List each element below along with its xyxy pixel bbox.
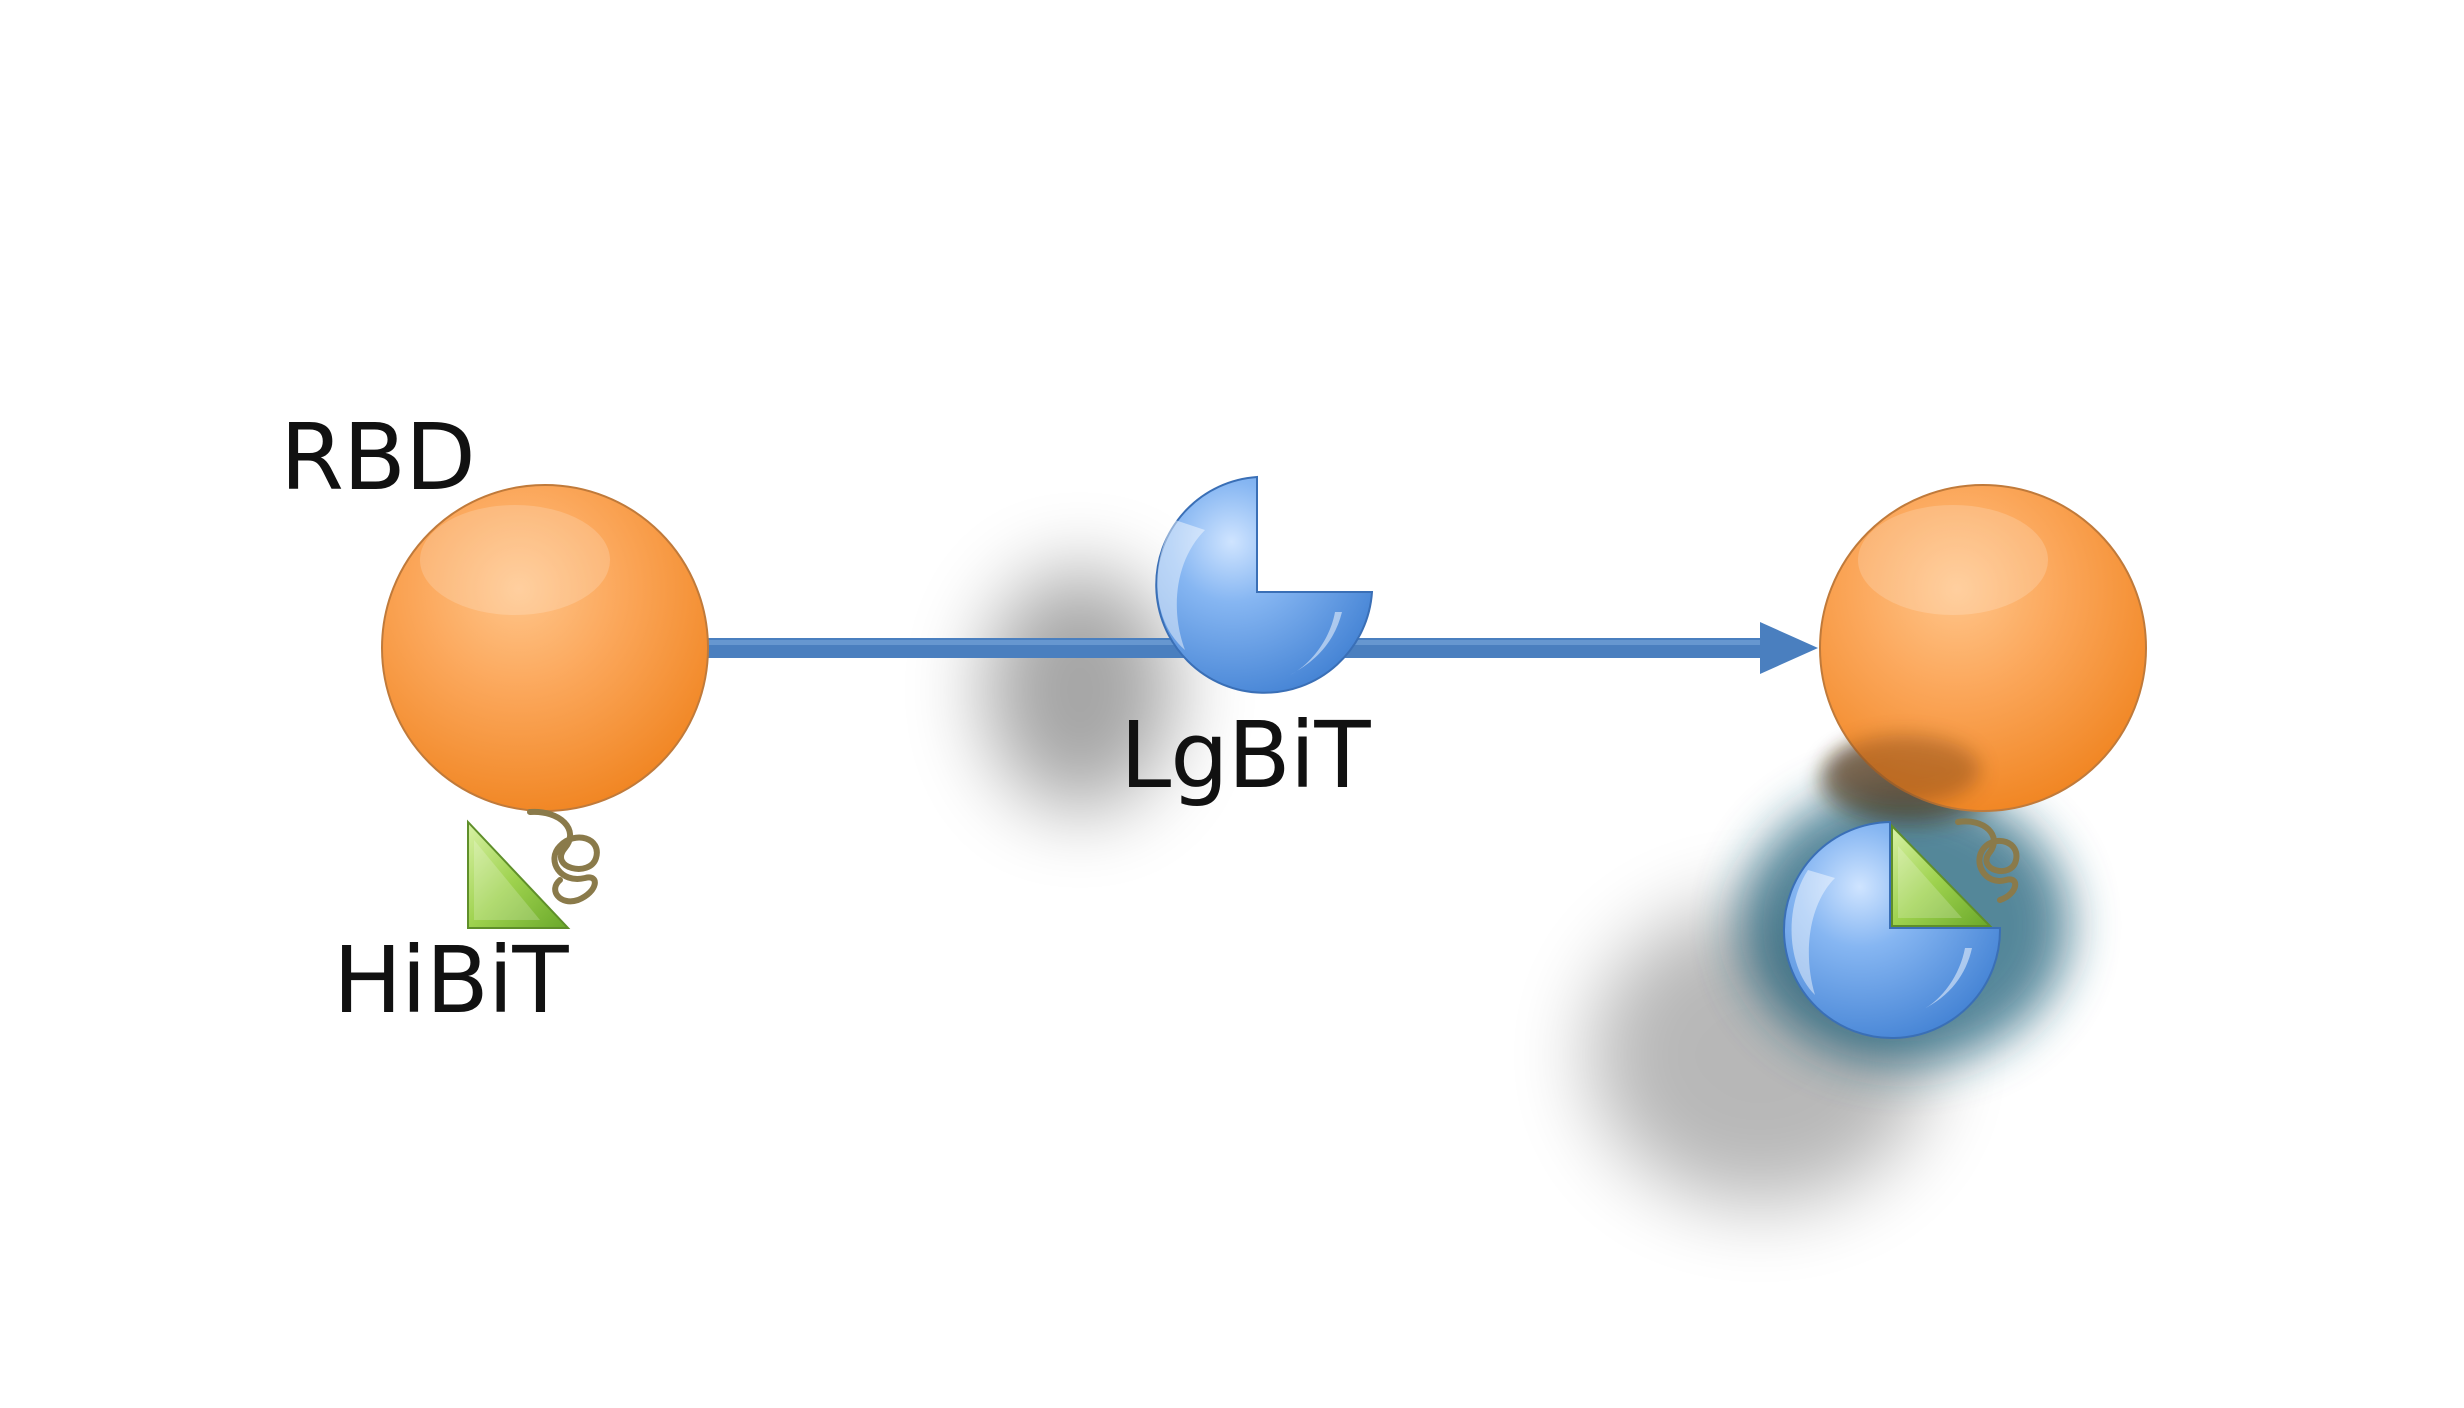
left-hibit-triangle [467, 819, 571, 929]
free-lgbit-gloss [1157, 520, 1205, 650]
left-hibit-triangle-highlight [474, 840, 540, 920]
free-lgbit-gloss-2 [1290, 612, 1342, 675]
hibit-label: HiBiT [333, 927, 569, 1034]
right-rbd-dark-spot [1830, 735, 1980, 805]
lgbit-label: LgBiT [1120, 702, 1371, 809]
bound-hibit-triangle [1891, 823, 1993, 927]
rbd-label: RBD [280, 404, 476, 511]
bound-hibit-triangle-highlight [1898, 846, 1962, 918]
left-linker-icon [527, 808, 600, 905]
bound-lgbit-gloss [1791, 870, 1835, 995]
arrow-head [1760, 622, 1818, 674]
right-rbd-highlight [1858, 505, 2048, 615]
bound-lgbit-icon [1783, 820, 2002, 1039]
right-rbd-sphere [1819, 484, 2147, 812]
right-linker-icon [1955, 818, 2020, 903]
bound-lgbit-gloss-2 [1922, 948, 1972, 1010]
left-rbd-highlight [420, 505, 610, 615]
free-lgbit-icon [1155, 475, 1374, 694]
lgbit-shadow [985, 570, 1175, 810]
